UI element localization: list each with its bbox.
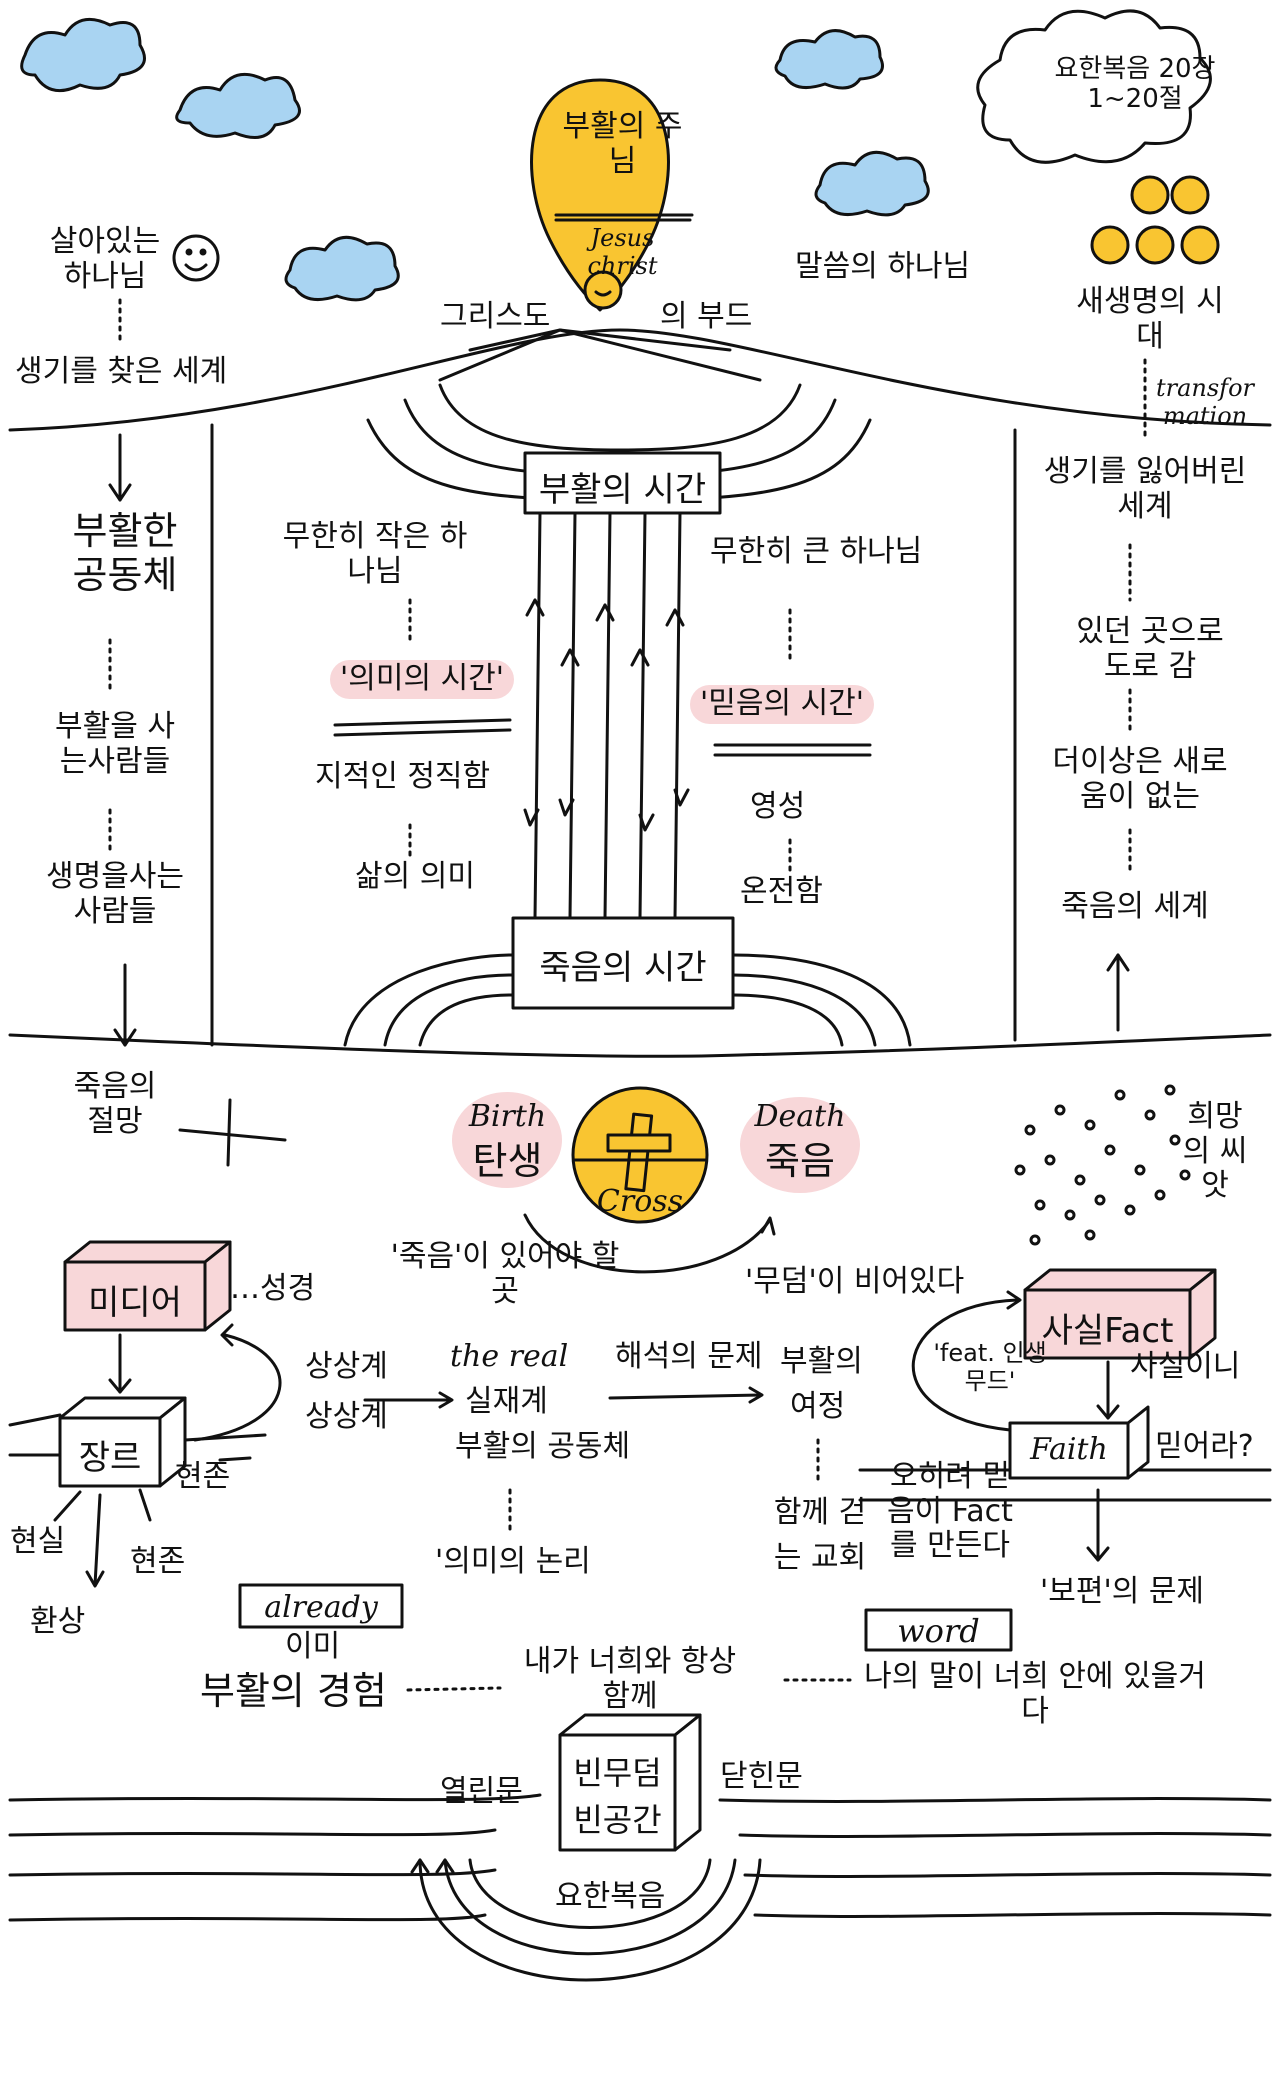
logic-of-meaning-text: '의미의 논리 [435,1544,591,1579]
open-door-text: 열린문 [440,1774,523,1809]
empty-tomb-label-2: 빈공간 [573,1801,662,1839]
right-item-4: 죽음의 세계 [1061,889,1209,924]
journey-text-1: 부활의 [780,1344,863,1379]
present-label: 현존 [175,1459,231,1494]
universal-text: '보편'의 문제 [1040,1574,1205,1609]
present-label-2: 현존 [130,1544,186,1579]
cloud-icon [20,17,146,93]
already-en-label: already [264,1590,378,1625]
spirituality-label: 영성 [750,789,806,824]
seeds-icon [1014,1084,1191,1246]
title-text: 요한복음 20장 1~20절 [1054,54,1216,114]
imagination-label-2: 상상계 [305,1399,388,1434]
tomb-empty-text: '무덤'이 비어있다 [745,1264,965,1299]
interpretation-text: 해석의 문제 [615,1339,763,1374]
rather-text: 오히려 믿음이 Fact를 만든다 [887,1459,1013,1563]
my-word-text: 나의 말이 너희 안에 있을거다 [864,1659,1206,1729]
smiley-face-icon [172,234,220,282]
genre-label: 장르 [78,1438,142,1478]
believe-text: 믿어라? [1155,1429,1254,1464]
right-bottom-text: 희망의 씨앗 [1182,1099,1248,1203]
balloon-right-caption: 의 부드 [660,299,753,334]
left-item-2: 부활을 사는사람들 [55,709,175,779]
left-bottom-text: 죽음의 절망 [73,1069,157,1139]
infinitely-small-god: 무한히 작은 하나님 [282,519,468,589]
experience-text: 부활의 경험 [200,1669,387,1713]
always-together-text: 내가 너희와 항상 함께 [523,1644,737,1714]
mid-ground-line [8,1033,1272,1058]
gospel-text: 요한복음 [555,1879,666,1914]
death-time-label: 죽음의 시간 [539,948,707,988]
faith-label: Faith [1030,1432,1108,1467]
left-item-1: 부활한 공동체 [72,509,178,597]
journey-text-2: 여정 [790,1389,846,1424]
new-life-era-text: 새생명의 시대 [1076,284,1224,354]
death-place-text: '죽음'이 있어야 할 곳 [390,1239,620,1309]
world-regained-text: 생기를 찾은 세계 [15,354,228,389]
balloon-middle-text: Jesus christ [587,224,658,280]
imagination-label: 상상계 [305,1349,388,1384]
cloud-icon [284,235,400,302]
infinitely-great-god: 무한히 큰 하나님 [710,534,923,569]
faith-time-label: '믿음의 시간' [690,685,875,724]
death-ko: 죽음 [765,1139,835,1183]
reality-label: 현실 [10,1524,66,1559]
empty-tomb-label-1: 빈무덤 [573,1754,662,1792]
real-world-text: 실재계 [465,1384,548,1419]
cloud-icon [814,150,930,217]
the-real-text: the real [450,1339,569,1374]
intellectual-honesty: 지적인 정직함 [315,759,491,794]
balloon-left-caption: 그리스도 [440,299,551,334]
cloud-icon [774,29,884,90]
wholeness-label: 온전함 [740,874,823,909]
left-item-3: 생명을사는 사람들 [46,859,184,929]
death-en: Death [754,1099,846,1134]
feat-text: 'feat. 인생무드' [933,1339,1047,1395]
word-label: word [897,1612,980,1650]
balloon-icon [438,78,762,382]
balloon-top-text: 부활의 주님 [562,109,683,179]
cloud-icon [175,72,301,139]
fact-is-text: 사실이니 [1130,1349,1241,1384]
transformation-text: transfor mation [1155,374,1254,430]
right-item-1: 생기를 잃어버린 세계 [1043,454,1247,524]
right-item-3: 더이상은 새로움이 없는 [1052,744,1228,814]
fact-label: 사실Fact [1041,1311,1174,1351]
birth-ko: 탄생 [472,1139,543,1183]
resurrection-time-label: 부활의 시간 [538,470,707,510]
god-of-word-text: 말씀의 하나님 [795,249,971,284]
bible-label: …성경 [230,1271,316,1306]
closed-door-text: 닫힌문 [720,1759,803,1794]
cross-icon [571,1086,709,1224]
birth-en: Birth [468,1099,547,1134]
top-ground-line [8,328,1272,432]
right-item-2: 있던 곳으로 도로 감 [1076,614,1224,684]
resurrection-community-text: 부활의 공동체 [455,1429,631,1464]
people-heads-icon [1090,175,1220,265]
cross-label: Cross [596,1184,684,1219]
meaning-of-life: 삶의 의미 [355,859,475,894]
living-god-text: 살아있는 하나님 [49,224,161,294]
media-label: 미디어 [88,1283,182,1323]
title-cloud-icon [976,9,1212,164]
image-label: 환상 [30,1604,86,1639]
already-ko-label: 이미 [285,1629,341,1664]
together-church-text: 함께 걷는 교회 [773,1495,867,1575]
meaning-time-label: '의미의 시간' [330,660,515,699]
